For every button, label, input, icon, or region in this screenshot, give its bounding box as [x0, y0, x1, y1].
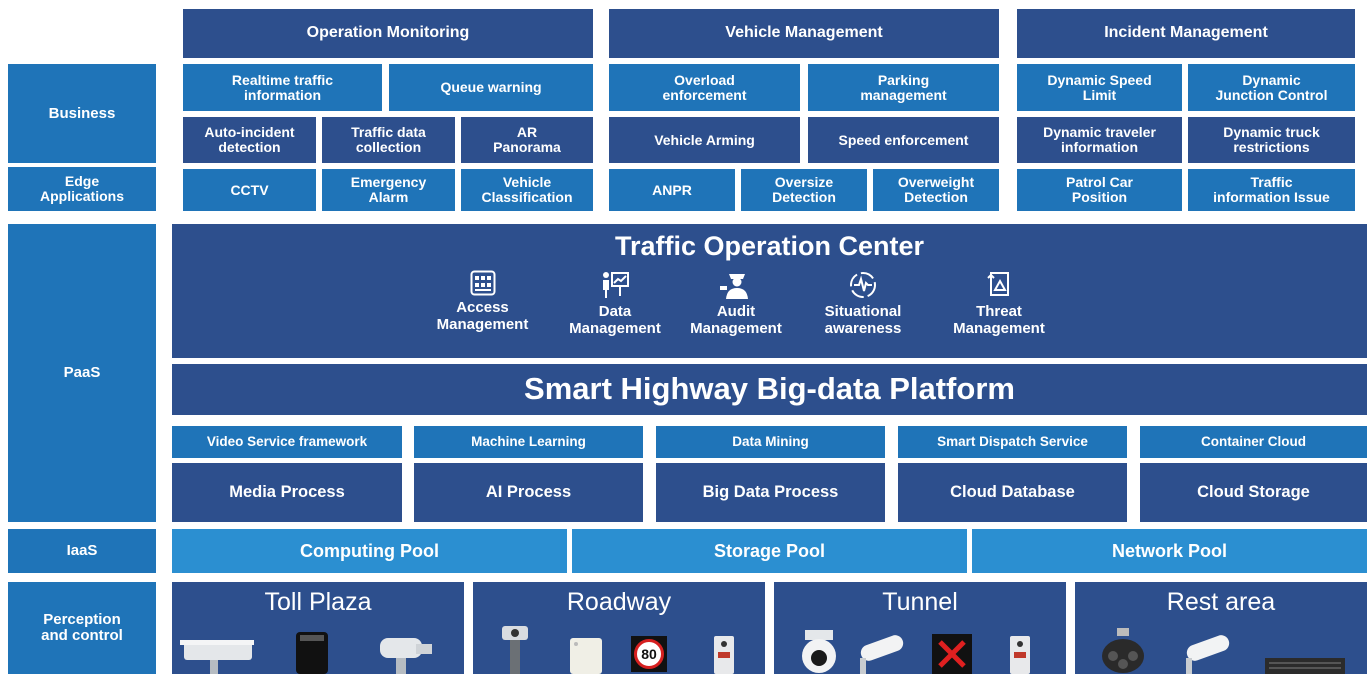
app-cell: Dynamic Speed Limit: [1017, 64, 1182, 111]
app-cell: Auto-incident detection: [183, 117, 316, 163]
presenter-icon: [603, 272, 629, 298]
group-title-incident-management: Incident Management: [1017, 9, 1355, 58]
app-cell: Traffic data collection: [322, 117, 455, 163]
speed-sign-value: 80: [634, 639, 664, 669]
app-cell: Vehicle Arming: [609, 117, 800, 163]
intercom-icon: [1010, 636, 1030, 674]
lane-signal-icon: [932, 634, 972, 674]
site-title: Roadway: [566, 588, 672, 616]
mountain-frame-icon: [987, 272, 1009, 296]
app-cell: Parking management: [808, 64, 999, 111]
app-cell: Dynamic truck restrictions: [1188, 117, 1355, 163]
layer-label-business: Business: [8, 64, 156, 163]
app-cell: Patrol Car Position: [1017, 169, 1182, 211]
service-box: Data Mining: [656, 426, 885, 458]
process-box: Cloud Database: [898, 463, 1127, 522]
speed-sign-icon: 80: [631, 636, 667, 672]
app-cell: ANPR: [609, 169, 735, 211]
app-cell: Queue warning: [389, 64, 593, 111]
site-title: Rest area: [1166, 588, 1276, 616]
process-box: Big Data Process: [656, 463, 885, 522]
multisensor-camera-icon: [1102, 628, 1144, 673]
bullet-camera-icon: [1186, 635, 1230, 674]
toc-item-label: Audit Management: [690, 303, 782, 337]
grid-icon: [470, 270, 495, 296]
toc-item-threat: Threat Management: [943, 270, 1055, 337]
process-box: AI Process: [414, 463, 643, 522]
app-cell: Realtime traffic information: [183, 64, 382, 111]
toc-item-label: Situational awareness: [824, 303, 902, 337]
app-cell: Vehicle Classification: [461, 169, 593, 211]
app-cell: Overload enforcement: [609, 64, 800, 111]
toc-title: Traffic Operation Center: [614, 231, 925, 261]
app-cell: Overweight Detection: [873, 169, 999, 211]
toc-item-audit: Audit Management: [682, 270, 790, 337]
ptz-camera-icon: [380, 638, 432, 674]
service-box: Video Service framework: [172, 426, 402, 458]
process-box: Media Process: [172, 463, 402, 522]
toc-item-label: Access Management: [436, 299, 529, 333]
site-title: Toll Plaza: [264, 588, 372, 616]
intercom-icon: [714, 636, 734, 674]
officer-icon: [720, 274, 748, 299]
site-tunnel: Tunnel: [774, 582, 1066, 674]
dome-camera-icon: [802, 630, 836, 673]
big-data-platform-bar: Smart Highway Big-data Platform: [172, 364, 1367, 415]
app-cell: Dynamic Junction Control: [1188, 64, 1355, 111]
group-title-operation-monitoring: Operation Monitoring: [183, 9, 593, 58]
layer-label-paas: PaaS: [8, 224, 156, 522]
layer-label-perception: Perception and control: [8, 582, 156, 674]
toc-item-label: Data Management: [569, 303, 661, 337]
detector-box-icon: [570, 638, 602, 674]
site-title: Tunnel: [882, 588, 958, 616]
toc-item-situational: Situational awareness: [810, 270, 916, 337]
service-box: Machine Learning: [414, 426, 643, 458]
site-toll-plaza: Toll Plaza: [172, 582, 464, 674]
pool-box: Network Pool: [972, 529, 1367, 573]
bullet-camera-icon: [860, 635, 904, 674]
layer-label-iaas: IaaS: [8, 529, 156, 573]
site-roadway: Roadway 80: [473, 582, 765, 674]
app-cell: Emergency Alarm: [322, 169, 455, 211]
process-box: Cloud Storage: [1140, 463, 1367, 522]
app-cell: Oversize Detection: [741, 169, 867, 211]
site-rest-area: Rest area: [1075, 582, 1367, 674]
pool-box: Storage Pool: [572, 529, 967, 573]
toc-item-data: Data Management: [560, 270, 670, 337]
pool-box: Computing Pool: [172, 529, 567, 573]
app-cell: Speed enforcement: [808, 117, 999, 163]
tablet-terminal-icon: [296, 632, 328, 674]
app-cell: Traffic information Issue: [1188, 169, 1355, 211]
app-cell: Dynamic traveler information: [1017, 117, 1182, 163]
group-title-vehicle-management: Vehicle Management: [609, 9, 999, 58]
toc-item-access: Access Management: [425, 270, 540, 333]
nvr-icon: [1265, 658, 1345, 674]
app-cell: CCTV: [183, 169, 316, 211]
toc-item-label: Threat Management: [953, 303, 1045, 337]
camera-housing-icon: [180, 640, 254, 674]
app-cell: AR Panorama: [461, 117, 593, 163]
service-box: Smart Dispatch Service: [898, 426, 1127, 458]
heartbeat-icon: [850, 272, 876, 298]
layer-label-edge: Edge Applications: [8, 167, 156, 211]
traffic-operation-center-panel: Traffic Operation Center: [172, 224, 1367, 358]
speed-dome-pole-icon: [502, 626, 528, 674]
service-box: Container Cloud: [1140, 426, 1367, 458]
